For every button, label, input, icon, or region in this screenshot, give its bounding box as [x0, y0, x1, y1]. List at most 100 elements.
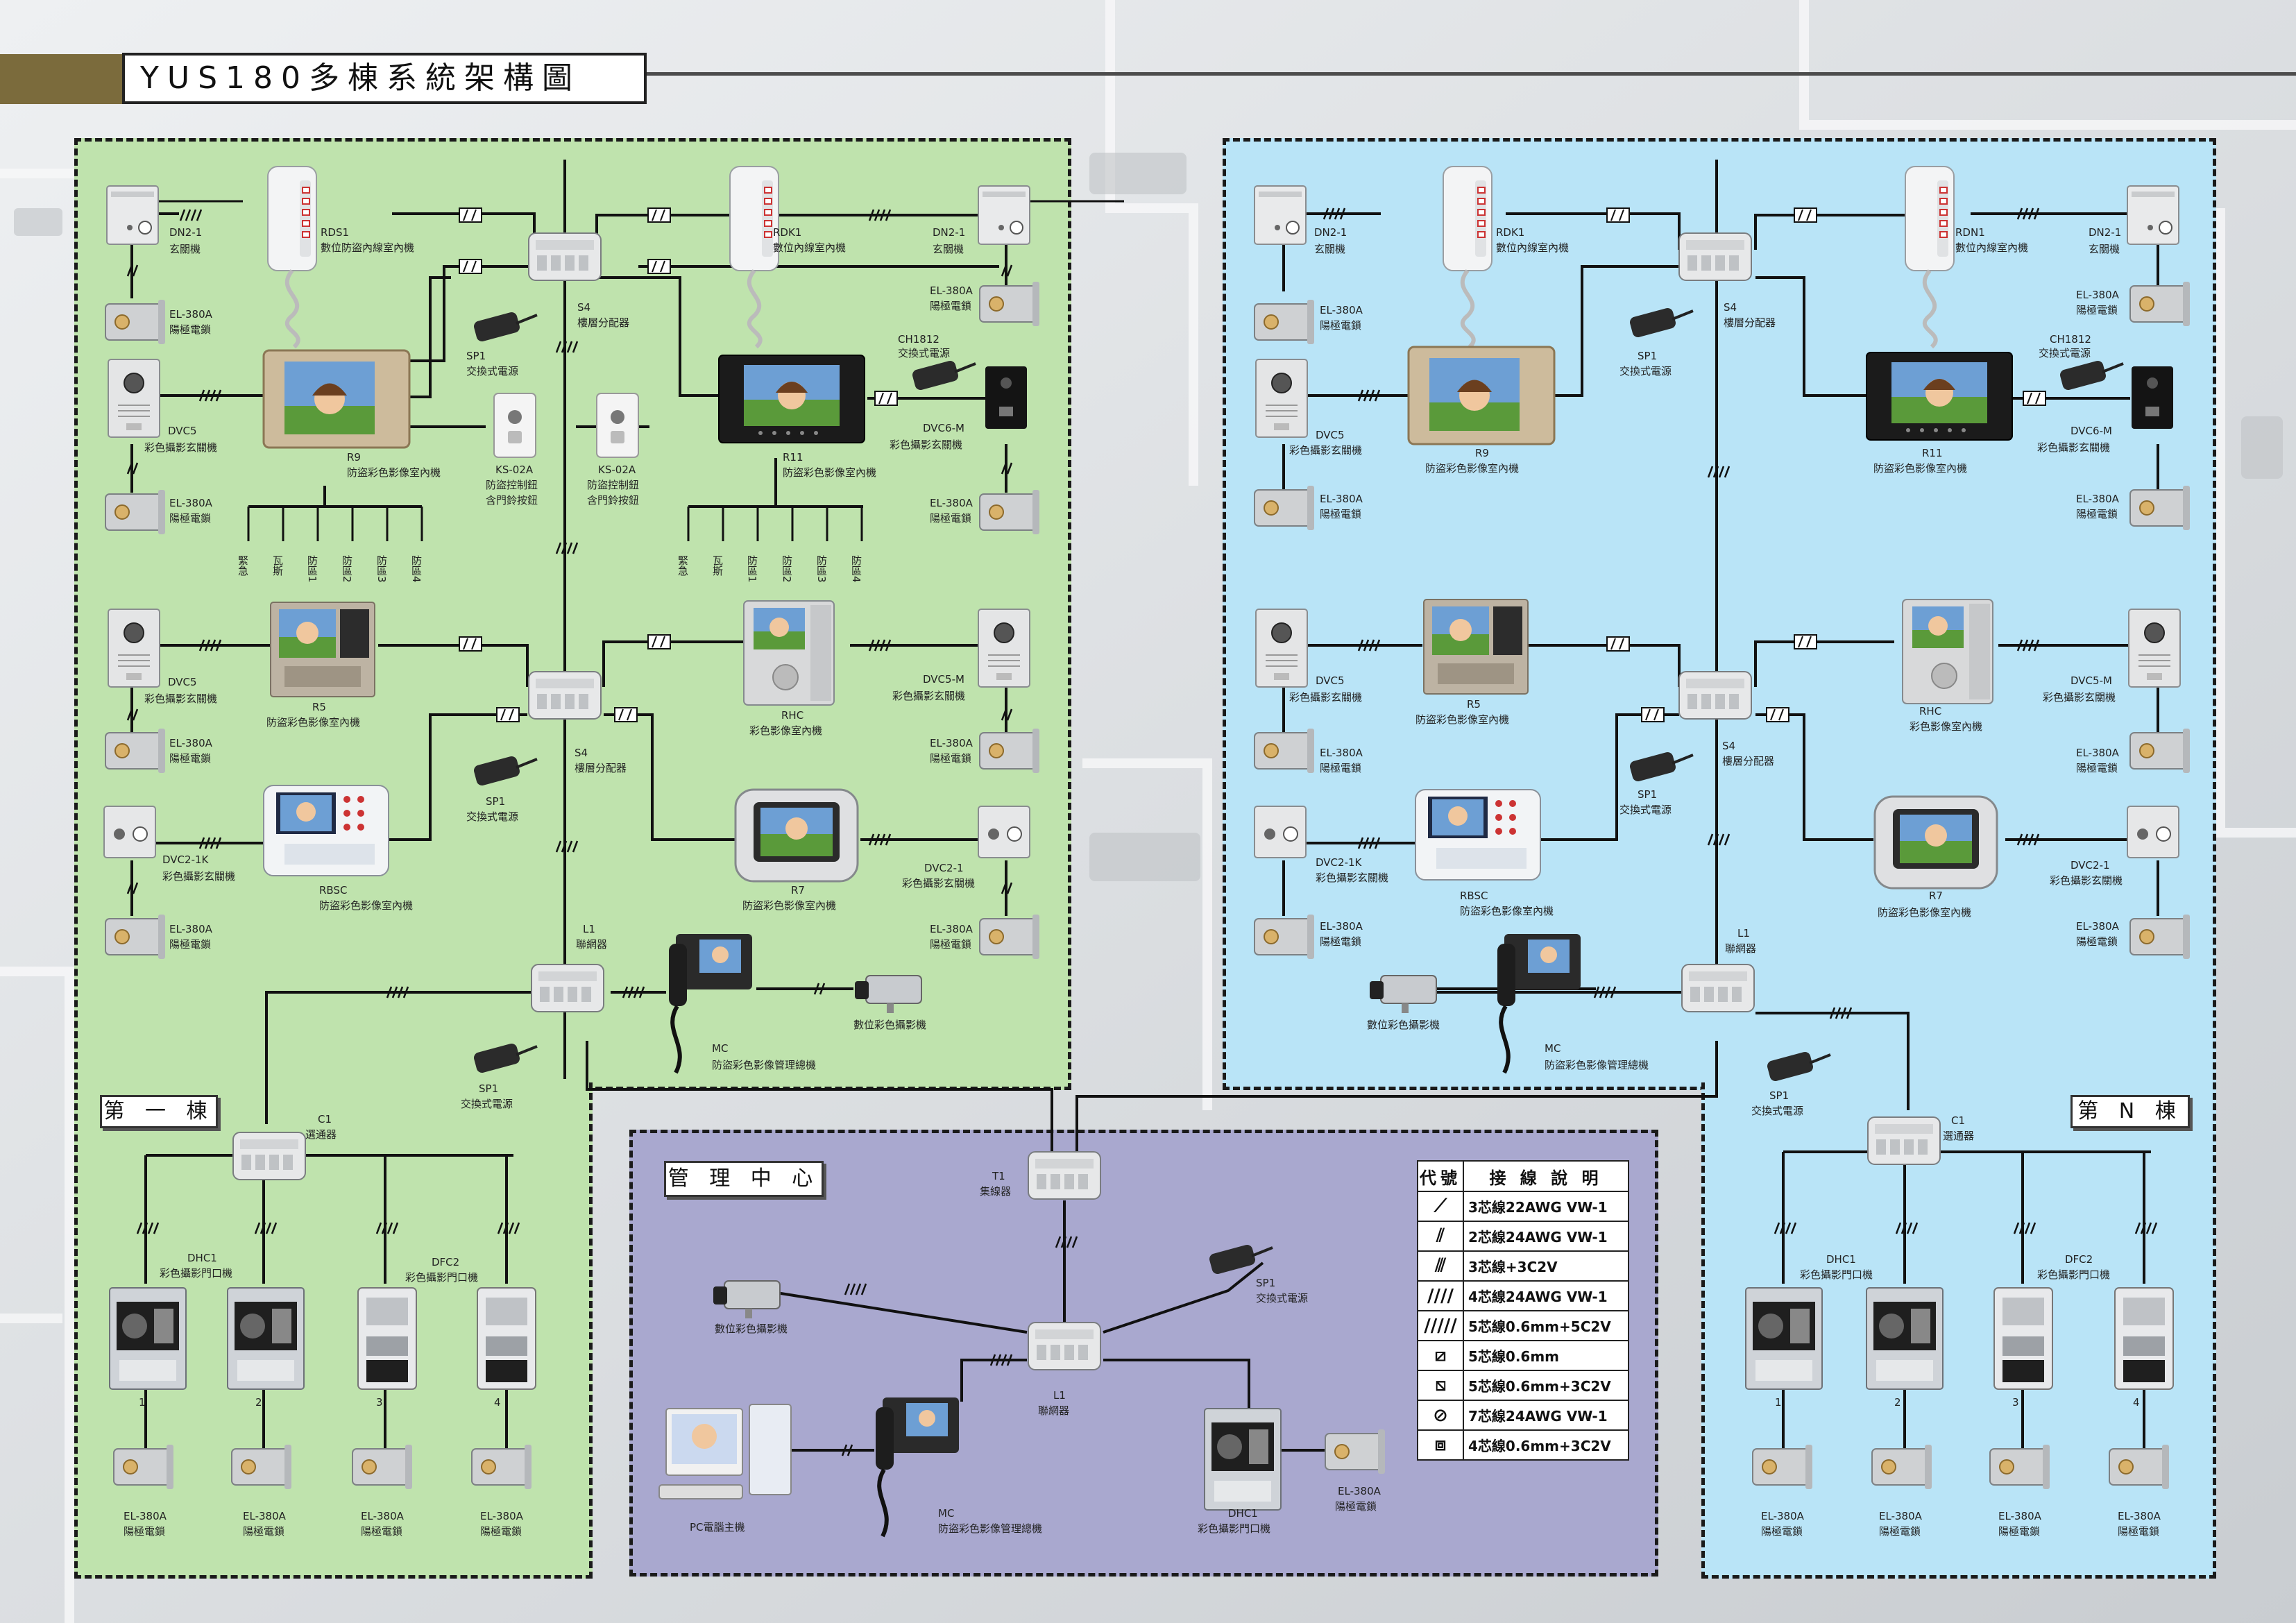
sp1-code-3: SP1	[479, 1082, 498, 1095]
bn-dfc2-code: DFC2	[2065, 1253, 2093, 1266]
ch1812-code: CH1812	[898, 333, 939, 346]
zone-2: 防區2	[341, 555, 353, 583]
l1-code: L1	[583, 923, 595, 935]
legend-row-6: 5芯線0.6mm	[1463, 1340, 1629, 1371]
legend-row-2: 2芯線24AWG VW-1	[1463, 1221, 1629, 1252]
el380-name-7: 陽極電鎖	[169, 938, 211, 951]
el380-name-3: 陽極電鎖	[169, 512, 211, 525]
r9-code: R9	[347, 451, 361, 464]
bn-r7-code: R7	[1929, 890, 1943, 902]
l1-name: 聯網器	[576, 938, 607, 951]
el380-code-4: EL-380A	[930, 497, 973, 509]
el380-name-5: 陽極電鎖	[169, 752, 211, 765]
t1-name: 集線器	[980, 1185, 1011, 1198]
r7-name: 防盜彩色影像室內機	[742, 899, 836, 912]
legend-row-7: 5芯線0.6mm+3C2V	[1463, 1370, 1629, 1401]
bn-el380-name-2: 陽極電鎖	[2076, 304, 2118, 316]
ks02a-name-2: 防盜控制鈕	[587, 479, 639, 491]
bn-sp1-code-2: SP1	[1638, 788, 1657, 801]
dfc2-code: DFC2	[432, 1256, 459, 1268]
dvc5m-name: 彩色攝影玄關機	[892, 690, 965, 702]
bn-dn21-code: DN2-1	[1314, 226, 1347, 239]
bn-r5-code: R5	[1467, 698, 1481, 711]
dvc6m-name: 彩色攝影玄關機	[890, 439, 962, 451]
el380-code: EL-380A	[169, 308, 213, 321]
cam-label: 數位彩色攝影機	[853, 1019, 926, 1031]
bn-s4-name: 樓層分配器	[1724, 316, 1776, 329]
bn-dn21-name: 玄關機	[1314, 243, 1345, 255]
el380-name-11: 陽極電鎖	[361, 1525, 402, 1538]
zone-emergency: 緊急	[237, 555, 249, 576]
legend-row-8: 7芯線24AWG VW-1	[1463, 1400, 1629, 1431]
bn-el380-name-11: 陽極電鎖	[1998, 1525, 2040, 1538]
mc-name: 防盜彩色影像管理總機	[712, 1059, 816, 1071]
legend-row-1: 3芯線22AWG VW-1	[1463, 1191, 1629, 1222]
bn-s4-code: S4	[1724, 301, 1737, 314]
5-slash-icon: /////	[1417, 1310, 1464, 1341]
rdk1-name: 數位內線室內機	[773, 241, 846, 254]
dvc21k-name: 彩色攝影玄關機	[162, 870, 235, 883]
pc-label: PC電腦主機	[690, 1521, 745, 1533]
el380-name-8: 陽極電鎖	[930, 938, 971, 951]
bn-sp1-name-3: 交換式電源	[1751, 1105, 1803, 1117]
center-l1-code: L1	[1053, 1389, 1066, 1402]
bn-el380-code-11: EL-380A	[1998, 1510, 2042, 1522]
ks02a-code-2: KS-02A	[598, 464, 636, 476]
dvc5-code: DVC5	[168, 425, 197, 437]
bn-r9-name: 防盜彩色影像室內機	[1425, 462, 1519, 475]
bn-sp1-name: 交換式電源	[1619, 365, 1672, 377]
building-n-devices	[1254, 167, 2191, 1490]
r5-name: 防盜彩色影像室內機	[266, 716, 360, 729]
bn-rdn1-code: RDN1	[1955, 226, 1985, 239]
bn-dvc21-code: DVC2-1	[2070, 859, 2110, 872]
bn-r11-code: R11	[1922, 447, 1943, 459]
center-mc-name: 防盜彩色影像管理總機	[938, 1522, 1042, 1535]
bn-el380-code-10: EL-380A	[1879, 1510, 1923, 1522]
el380-code-7: EL-380A	[169, 923, 213, 935]
2-slash-icon: ⫽	[1417, 1221, 1464, 1252]
dvc21k-code: DVC2-1K	[162, 853, 210, 866]
bn-dhc1-code: DHC1	[1826, 1253, 1856, 1266]
bn-el380-code-3: EL-380A	[1320, 493, 1363, 505]
bn-sp1-code: SP1	[1638, 350, 1657, 362]
bn-el380-name-3: 陽極電鎖	[1320, 508, 1361, 520]
bn-s4-code-2: S4	[1722, 740, 1735, 752]
dvc5-name: 彩色攝影玄關機	[144, 441, 217, 454]
el380-code-2: EL-380A	[930, 284, 973, 297]
bn-dvc6m-name: 彩色攝影玄關機	[2037, 441, 2110, 454]
center-dhc1-name: 彩色攝影門口機	[1198, 1522, 1270, 1535]
bn-dfc2-name: 彩色攝影門口機	[2037, 1268, 2110, 1281]
bn-el380-name-8: 陽極電鎖	[2076, 935, 2118, 948]
r5-code: R5	[312, 701, 326, 713]
bn-dvc5-code-2: DVC5	[1316, 674, 1345, 687]
bn-r7-name: 防盜彩色影像室內機	[1878, 906, 1971, 919]
ks02a-name: 防盜控制鈕	[486, 479, 538, 491]
el380-name-10: 陽極電鎖	[243, 1525, 284, 1538]
bn-el380-code-9: EL-380A	[1761, 1510, 1805, 1522]
s4-code-2: S4	[575, 747, 588, 759]
zone-gas-2: 瓦斯	[711, 555, 724, 577]
3-slash-icon: ⫻	[1417, 1250, 1464, 1282]
bn-sp1-code-3: SP1	[1769, 1089, 1789, 1102]
bn-dvc21k-name: 彩色攝影玄關機	[1316, 872, 1388, 884]
bn-door-num-4: 4	[2133, 1396, 2140, 1409]
r7-code: R7	[791, 884, 805, 897]
dvc21-name: 彩色攝影玄關機	[902, 877, 975, 890]
el380-code-9: EL-380A	[124, 1510, 167, 1522]
bn-l1-name: 聯網器	[1725, 942, 1756, 955]
zone-1: 防區1	[306, 555, 318, 583]
legend-row-5: 5芯線0.6mm+5C2V	[1463, 1310, 1629, 1341]
el380-code-6: EL-380A	[930, 737, 973, 749]
el380-name-4: 陽極電鎖	[930, 512, 971, 525]
bn-el380-name: 陽極電鎖	[1320, 319, 1361, 332]
bn-dvc21k-code: DVC2-1K	[1316, 856, 1363, 869]
legend-row-4: 4芯線24AWG VW-1	[1463, 1280, 1629, 1311]
door-num-4: 4	[494, 1396, 501, 1409]
center-el380-name: 陽極電鎖	[1335, 1500, 1377, 1513]
r9-name: 防盜彩色影像室內機	[347, 466, 441, 479]
bn-dvc5-code: DVC5	[1316, 429, 1345, 441]
zone-emergency-2: 緊急	[677, 555, 689, 576]
management-center-label: 管 理 中 心	[664, 1161, 824, 1197]
bn-el380-code-2: EL-380A	[2076, 289, 2120, 301]
bn-rhc-code: RHC	[1919, 705, 1941, 717]
